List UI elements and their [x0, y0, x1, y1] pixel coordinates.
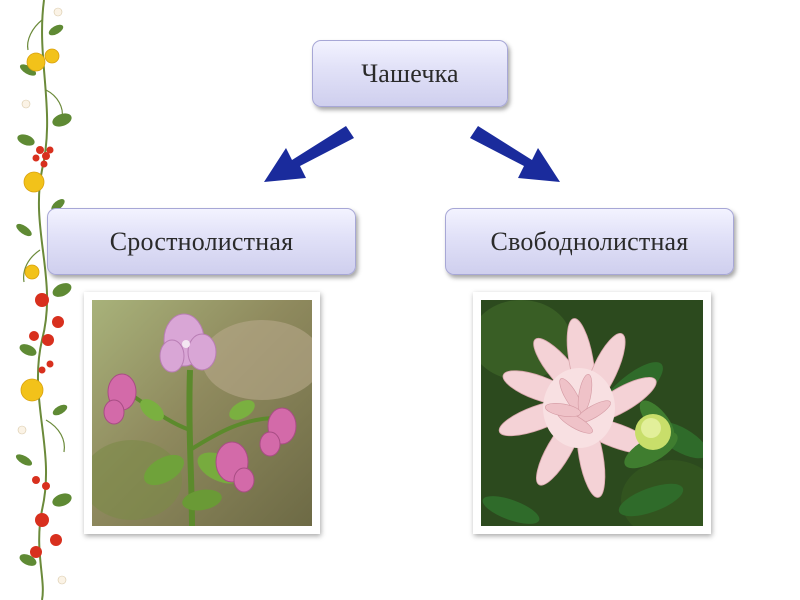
concept-label-left: Сростнолистная	[109, 226, 294, 256]
arrow-to-right-icon	[470, 126, 560, 182]
pink-aster-flower-image	[481, 300, 703, 526]
concept-box-root: Чашечка	[312, 40, 508, 107]
right-flower-photo	[473, 292, 711, 534]
arrow-to-left-icon	[264, 126, 354, 182]
concept-box-right: Свободнолистная	[445, 208, 734, 275]
pink-tubular-flower-image	[92, 300, 312, 526]
concept-label-root: Чашечка	[361, 58, 459, 88]
floral-border-decoration	[15, 0, 72, 600]
concept-box-left: Сростнолистная	[47, 208, 356, 275]
concept-label-right: Свободнолистная	[490, 226, 689, 256]
left-flower-photo	[84, 292, 320, 534]
